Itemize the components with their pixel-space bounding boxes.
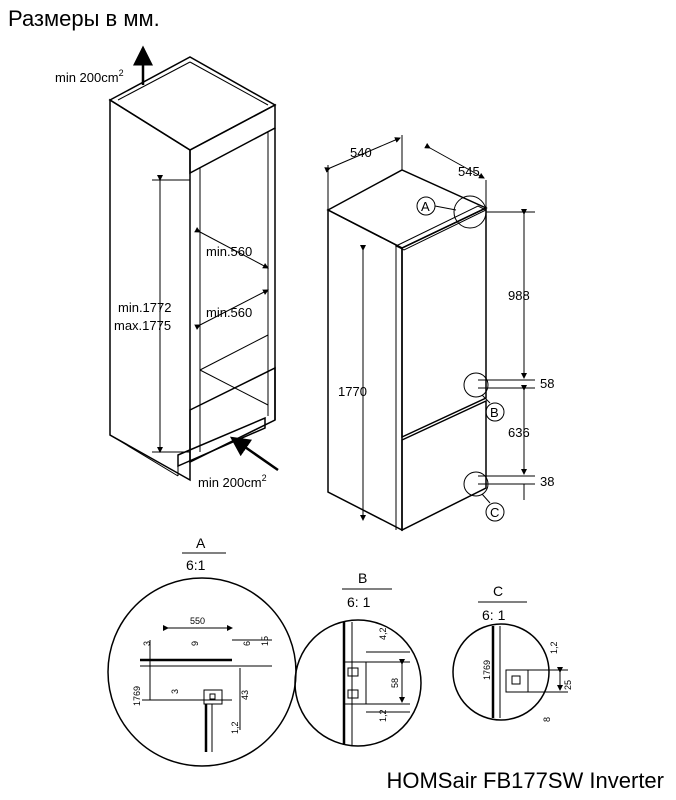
niche-drawing: [108, 45, 279, 482]
detail-c-dim-1769: 1769: [482, 660, 492, 680]
vent-bottom-label: min 200cm2: [198, 473, 267, 490]
marker-c: C: [490, 505, 499, 520]
detail-b-dim-58: 58: [390, 678, 400, 688]
detail-b-scale: 6: 1: [347, 594, 371, 610]
detail-b-letter: B: [358, 570, 367, 586]
detail-a-dim-1-2: 1,2: [230, 721, 240, 734]
model-name: HOMSair FB177SW Inverter: [386, 768, 664, 793]
detail-a-dim-550: 550: [190, 616, 205, 626]
detail-c-scale: 6: 1: [482, 607, 506, 623]
gap-c-label: 38: [540, 474, 554, 489]
marker-b: B: [490, 405, 499, 420]
detail-a-dim-1769: 1769: [132, 686, 142, 706]
gap-b-label: 58: [540, 376, 554, 391]
detail-b-dim-1-2: 1,2: [378, 709, 388, 722]
appliance-depth-label: 545: [458, 164, 480, 179]
detail-a-dim-3-top: 3: [142, 641, 152, 646]
detail-c-dim-25: 25: [563, 680, 573, 690]
appliance-width-label: 540: [350, 145, 372, 160]
detail-a-dim-15: 15: [260, 636, 270, 646]
upper-section-label: 988: [508, 288, 530, 303]
page-title: Размеры в мм.: [8, 6, 160, 31]
appliance-drawing: [324, 135, 535, 532]
marker-a: A: [421, 199, 430, 214]
detail-c-dim-8: 8: [542, 717, 552, 722]
niche-width-lower: min.560: [206, 305, 252, 320]
detail-a-dim-43: 43: [240, 690, 250, 700]
detail-a-dim-3-bottom: 3: [170, 689, 180, 694]
detail-a-dim-6: 6: [242, 641, 252, 646]
detail-b-dim-4-2: 4,2: [378, 627, 388, 640]
detail-a-dim-9: 9: [190, 641, 200, 646]
appliance-height-label: 1770: [338, 384, 367, 399]
detail-b: B 6: 1: [294, 570, 422, 747]
detail-c-dim-1-2: 1,2: [549, 641, 559, 654]
niche-height-max: max.1775: [114, 318, 171, 333]
niche-width-upper: min.560: [206, 244, 252, 259]
detail-c-letter: C: [493, 583, 503, 599]
detail-a-scale: 6:1: [186, 557, 206, 573]
detail-c: C 6: 1: [452, 583, 568, 721]
vent-top-label: min 200cm2: [55, 68, 124, 85]
middle-section-label: 636: [508, 425, 530, 440]
detail-a: A 6:1: [107, 535, 297, 767]
detail-a-letter: A: [196, 535, 206, 551]
niche-height-min: min.1772: [118, 300, 171, 315]
